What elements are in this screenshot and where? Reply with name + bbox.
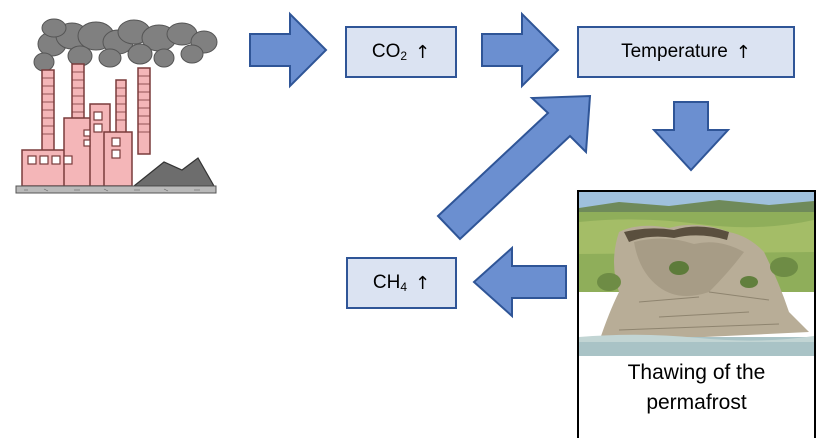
factory-icon bbox=[15, 18, 218, 194]
arrow-ch4-to-temperature bbox=[436, 94, 592, 241]
caption-line-2: permafrost bbox=[646, 391, 747, 414]
co2-increase-arrow: ↑ bbox=[415, 41, 431, 63]
arrow-temperature-to-permafrost bbox=[651, 101, 731, 172]
permafrost-caption: Thawing of the permafrost bbox=[579, 358, 814, 418]
co2-label: CO bbox=[371, 41, 401, 62]
caption-line-1: Thawing of the bbox=[627, 361, 766, 384]
arrow-co2-to-temperature bbox=[481, 11, 560, 89]
ch4-subscript: 4 bbox=[400, 280, 408, 294]
temperature-increase-arrow: ↑ bbox=[735, 41, 751, 63]
co2-subscript: 2 bbox=[400, 49, 408, 63]
arrow-permafrost-to-ch4 bbox=[472, 245, 567, 319]
ch4-label: CH bbox=[372, 272, 401, 293]
photo-thawing-permafrost bbox=[579, 192, 814, 356]
temperature-box: Temperature ↑ bbox=[577, 26, 795, 78]
ch4-increase-arrow: ↑ bbox=[415, 272, 431, 294]
arrow-factory-to-co2 bbox=[249, 11, 328, 89]
temperature-label: Temperature bbox=[621, 41, 728, 62]
smoke-icon bbox=[33, 18, 218, 72]
permafrost-panel: Thawing of the permafrost bbox=[577, 190, 816, 438]
